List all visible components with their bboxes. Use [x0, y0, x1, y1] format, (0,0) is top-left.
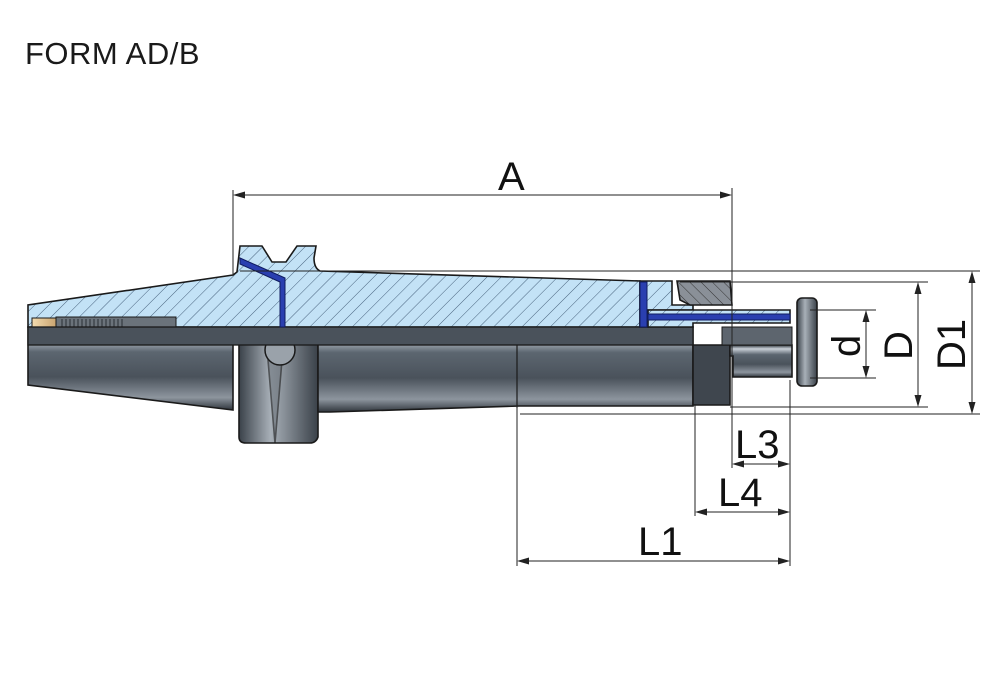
dim-label-L1: L1 — [638, 520, 683, 564]
holder-section-view — [27, 245, 793, 346]
clamping-nut — [796, 297, 818, 387]
dimension-lines — [232, 188, 980, 566]
dim-label-A: A — [498, 155, 525, 199]
dim-label-D: D — [877, 331, 921, 360]
dim-label-D1: D1 — [930, 319, 974, 370]
drawing-title: FORM AD/B — [25, 36, 201, 71]
dim-label-L4: L4 — [718, 471, 763, 515]
coolant-channel — [239, 257, 286, 328]
dim-label-L3: L3 — [735, 423, 780, 467]
lock-ring — [676, 280, 733, 306]
dim-label-d: d — [825, 335, 869, 357]
